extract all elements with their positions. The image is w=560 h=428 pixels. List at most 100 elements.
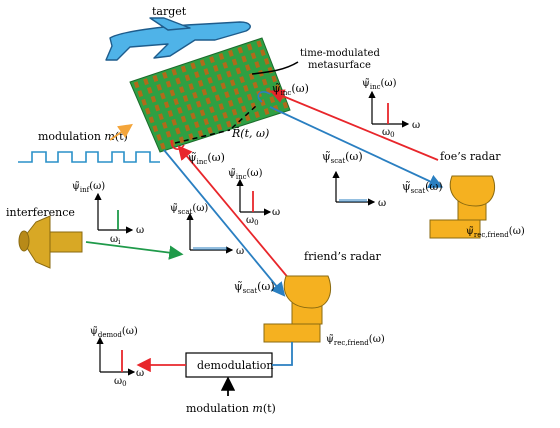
spectrum-inc-friend: ψ̃inc(ω) ω ω0	[228, 168, 280, 227]
metasurface-element	[182, 95, 189, 102]
metasurface-element	[156, 133, 162, 141]
metasurface-element	[150, 95, 157, 103]
friend-incident-arrow	[177, 145, 291, 281]
metasurface-element	[275, 84, 281, 92]
metasurface-element	[192, 91, 198, 99]
horn-antenna-icon	[18, 215, 83, 269]
metasurface-element	[225, 120, 232, 128]
demodulation-label: demodulation	[197, 359, 273, 372]
metasurface-element	[162, 71, 168, 79]
metasurface-element	[222, 61, 229, 69]
metasurface-element	[233, 88, 240, 95]
svg-text:ω0: ω0	[114, 376, 127, 388]
metasurface-element	[165, 80, 172, 88]
svg-text:ωi: ωi	[110, 234, 121, 246]
metasurface-element	[263, 108, 270, 115]
svg-text:ψ̃inc(ω): ψ̃inc(ω)	[228, 168, 263, 181]
spectrum-demod: ψ̃demod(ω) ω ω0	[90, 326, 144, 388]
metasurface-element	[148, 116, 155, 124]
metasurface-element	[246, 43, 253, 51]
metasurface-element	[260, 49, 266, 57]
foe-radar-dish-icon	[429, 175, 496, 239]
svg-text:ω: ω	[236, 246, 244, 257]
metasurface-element	[137, 90, 144, 98]
distance-label: R̃(t, ω)	[231, 127, 269, 140]
metasurface-element	[197, 79, 204, 87]
distance-line-1	[174, 129, 231, 144]
metasurface-element	[227, 99, 234, 107]
metasurface-element	[193, 121, 200, 129]
svg-text:ψ̃demod(ω): ψ̃demod(ω)	[90, 326, 138, 339]
distance-line-2	[231, 105, 257, 129]
metasurface-element	[207, 126, 213, 134]
metasurface-element	[224, 91, 230, 99]
psi-scat-friend-label: ψ̃scat(ω)	[234, 280, 275, 295]
metasurface-element	[180, 65, 187, 73]
metasurface-element	[229, 79, 236, 87]
spectrum-scat-friend: ψ̃scat(ω) ω	[170, 203, 244, 257]
metasurface-element	[250, 52, 257, 60]
metasurface-element	[199, 59, 206, 67]
receiver-to-demod-line	[272, 342, 293, 366]
interference-label: interference	[6, 206, 75, 219]
metasurface-element	[244, 64, 251, 72]
metasurface-label-line2: metasurface	[308, 60, 371, 71]
metasurface-element	[171, 118, 178, 126]
metasurface-element	[167, 110, 174, 117]
metasurface-element	[271, 75, 278, 83]
metasurface-element	[207, 76, 213, 84]
metasurface-element	[161, 121, 168, 129]
metasurface-element	[171, 68, 178, 76]
metasurface-element	[201, 88, 208, 96]
modulation-arrow	[109, 123, 133, 141]
metasurface-element	[246, 93, 253, 101]
friend-scattered-arrow	[163, 149, 286, 297]
metasurface-element	[237, 46, 244, 54]
metasurface-element	[175, 127, 181, 135]
metasurface-element	[218, 103, 225, 111]
metasurface-element	[261, 78, 268, 86]
metasurface-element	[237, 96, 244, 104]
svg-text:ω: ω	[272, 207, 280, 218]
metasurface-element	[180, 115, 187, 123]
psi-inc-friend-label: ψ̃inc(ω)	[188, 151, 225, 166]
metasurface-element	[190, 112, 196, 120]
metasurface-element	[212, 114, 219, 122]
metasurface-element	[235, 117, 242, 125]
metasurface-element	[231, 58, 238, 66]
metasurface-element	[160, 92, 166, 100]
interference-arrow	[85, 241, 184, 260]
friend-radar-dish-icon	[263, 275, 332, 343]
metasurface-element	[158, 113, 164, 121]
metasurface-element	[184, 74, 191, 82]
metasurface-element	[165, 130, 172, 138]
modulation-bottom-label: modulation m(t)	[186, 402, 276, 415]
metasurface-element	[194, 71, 200, 79]
metasurface-label-line1: time-modulated	[300, 48, 380, 59]
svg-text:ψ̃inf(ω): ψ̃inf(ω)	[72, 181, 105, 194]
svg-text:ψ̃inc(ω): ψ̃inc(ω)	[362, 78, 397, 91]
metasurface-element	[178, 86, 185, 94]
svg-text:ψ̃scat(ω): ψ̃scat(ω)	[170, 203, 208, 216]
metasurface-element	[256, 40, 263, 48]
metasurface-element	[248, 73, 255, 80]
svg-text:ω: ω	[136, 368, 144, 379]
metasurface-element	[252, 81, 259, 89]
metasurface-element	[195, 100, 202, 108]
metasurface-element	[199, 109, 206, 117]
metasurface-element	[222, 111, 228, 119]
friends-radar-label: friend’s radar	[304, 250, 382, 263]
metasurface-element	[144, 107, 151, 115]
metasurface-element	[169, 89, 176, 97]
metasurface-pointer	[251, 61, 299, 75]
square-wave	[18, 151, 160, 163]
metasurface-element	[154, 104, 161, 112]
metasurface-element	[254, 61, 261, 69]
psi-rec-foe-label: ψ̃rec,friend(ω)	[466, 226, 525, 239]
metasurface-element	[241, 105, 247, 113]
metasurface-element	[175, 77, 181, 85]
metasurface-element	[188, 83, 195, 91]
foes-radar-label: foe’s radar	[440, 150, 501, 163]
metasurface-element	[239, 76, 245, 84]
metasurface-element	[226, 70, 232, 78]
